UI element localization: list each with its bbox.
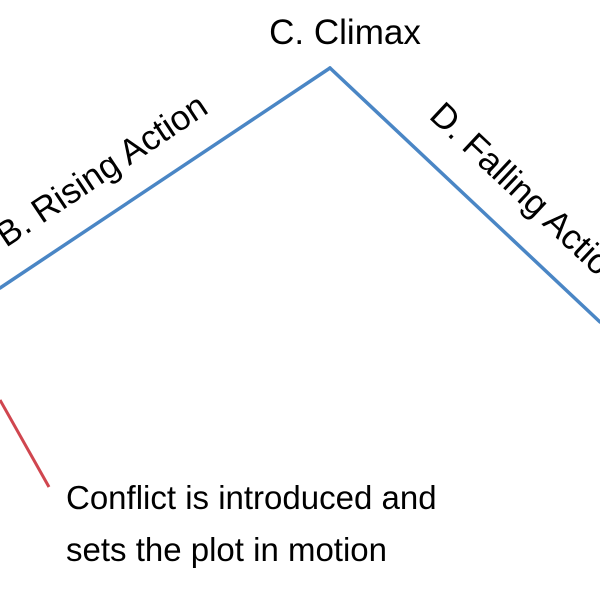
rising-action-line [0,66,332,290]
annotation-pointer-line [0,399,51,488]
annotation-line-2: sets the plot in motion [66,531,388,568]
falling-action-line [328,66,600,324]
falling-action-label: D. Falling Action [422,95,600,297]
annotation-line-1: Conflict is introduced and [66,479,437,516]
conflict-annotation: Conflict is introduced and sets the plot… [66,472,586,576]
rising-action-label: B. Rising Action [0,86,214,254]
climax-label: C. Climax [269,13,421,52]
